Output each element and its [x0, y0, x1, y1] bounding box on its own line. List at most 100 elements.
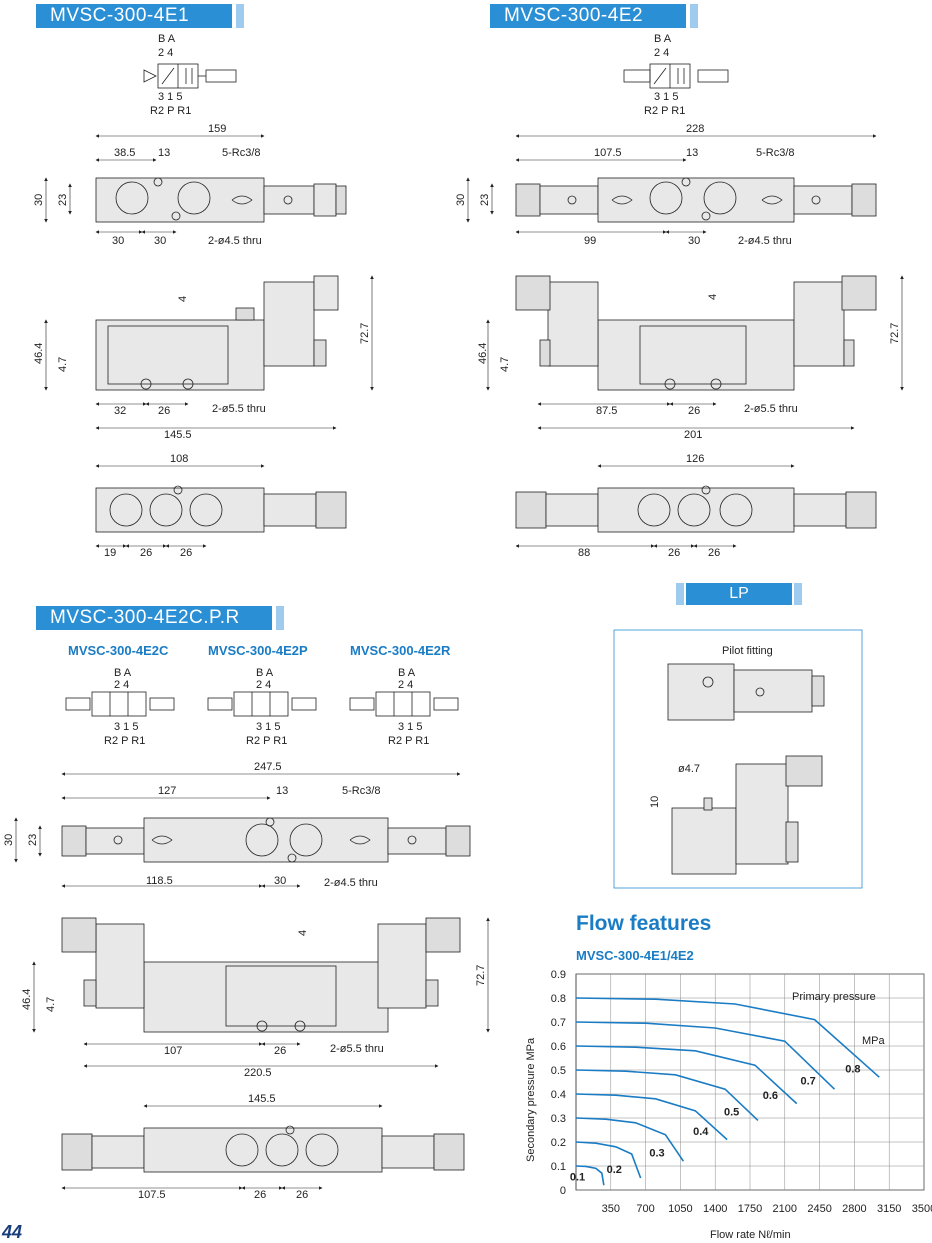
e1-side-view: [95, 275, 339, 391]
flow-subtitle: MVSC-300-4E1/4E2: [576, 948, 694, 963]
r-sym-ports: 3 1 5: [398, 721, 422, 733]
e1-sym-pnames: R2 P R1: [150, 105, 191, 117]
e2-sym-nums: 2 4: [654, 47, 669, 59]
label-4e2r: MVSC-300-4E2R: [350, 643, 451, 658]
dim: 19: [104, 547, 116, 559]
series-line-0.6: [575, 1045, 798, 1105]
dim: 87.5: [596, 405, 617, 417]
series-label-0.7: 0.7: [801, 1075, 816, 1087]
dim: 46.4: [33, 343, 45, 364]
series-label-0.3: 0.3: [649, 1147, 664, 1159]
series-label-0.1: 0.1: [570, 1171, 585, 1183]
dim: 2-ø5.5 thru: [330, 1043, 384, 1055]
dim: 30: [3, 834, 15, 846]
dim: 38.5: [114, 147, 135, 159]
dim: 108: [170, 453, 188, 465]
e2-sym-ba: B A: [654, 33, 672, 45]
dim: 4: [177, 296, 189, 302]
r-sym-ba: B A: [398, 667, 416, 679]
dim: 23: [27, 834, 39, 846]
label-4e2p: MVSC-300-4E2P: [208, 643, 308, 658]
c-sym-pnames: R2 P R1: [104, 735, 145, 747]
dim: 4.7: [57, 357, 69, 372]
lp-d10: 10: [649, 796, 661, 808]
dim: 201: [684, 429, 702, 441]
dim: 13: [686, 147, 698, 159]
y-tick-label: 0.5: [551, 1065, 566, 1077]
dim: 127: [158, 785, 176, 797]
p-sym-nums: 2 4: [256, 679, 271, 691]
cpr-bottom-view: [61, 1125, 465, 1173]
e1-sym-ports: 3 1 5: [158, 91, 182, 103]
e2-side-view: [515, 275, 877, 391]
series-line-0.8: [575, 997, 880, 1078]
series-line-0.7: [575, 1021, 836, 1090]
series-line-0.4: [575, 1093, 728, 1141]
p-sym-ba: B A: [256, 667, 274, 679]
dim: 2-ø4.5 thru: [738, 235, 792, 247]
p-sym-pnames: R2 P R1: [246, 735, 287, 747]
y-tick-label: 0.9: [551, 969, 566, 981]
y-tick-label: 0.8: [551, 993, 566, 1005]
dim: 23: [57, 194, 69, 206]
flow-title: Flow features: [576, 912, 712, 935]
dim: 145.5: [248, 1093, 276, 1105]
cpr-side-view: [61, 917, 461, 1033]
x-tick-label: 1400: [703, 1203, 727, 1215]
dim: 107.5: [594, 147, 622, 159]
cpr-symbols: [65, 691, 459, 717]
header-ecpr-text: MVSC-300-4E2C.P.R: [50, 607, 240, 628]
e2-sym-ports: 3 1 5: [654, 91, 678, 103]
dim: 26: [274, 1045, 286, 1057]
dim: 26: [708, 547, 720, 559]
p-sym-ports: 3 1 5: [256, 721, 280, 733]
dim: 32: [114, 405, 126, 417]
dim: 13: [276, 785, 288, 797]
dim: 2-ø4.5 thru: [208, 235, 262, 247]
header-ecpr: MVSC-300-4E2C.P.R: [36, 606, 284, 630]
series-line-0.5: [575, 1069, 759, 1121]
dim: 107.5: [138, 1189, 166, 1201]
r-sym-nums: 2 4: [398, 679, 413, 691]
dim: 26: [140, 547, 152, 559]
y-tick-label: 0.6: [551, 1041, 566, 1053]
dim: 4: [297, 930, 309, 936]
e1-sym-ba: B A: [158, 33, 176, 45]
series-line-0.3: [575, 1117, 685, 1162]
x-axis-label: Flow rate Nℓ/min: [710, 1229, 791, 1238]
series-label-0.6: 0.6: [763, 1090, 778, 1102]
y-tick-label: 0.1: [551, 1161, 566, 1173]
dim: 4.7: [499, 357, 511, 372]
x-tick-label: 2450: [807, 1203, 831, 1215]
x-tick-label: 3150: [877, 1203, 901, 1215]
dim: 107: [164, 1045, 182, 1057]
header-e2-text: MVSC-300-4E2: [504, 5, 644, 26]
lp-d4-7: ø4.7: [678, 763, 700, 775]
x-tick-label: 2100: [773, 1203, 797, 1215]
y-tick-label: 0.7: [551, 1017, 566, 1029]
e2-top-view: [515, 177, 877, 223]
dim: 159: [208, 123, 226, 135]
dim: 46.4: [477, 343, 489, 364]
y-tick-label: 0.2: [551, 1137, 566, 1149]
x-tick-label: 1050: [668, 1203, 692, 1215]
e2-symbol: [623, 63, 729, 89]
series-label-0.8: 0.8: [845, 1063, 860, 1075]
y-tick-label: 0: [560, 1185, 566, 1197]
lp-pilot-label: Pilot fitting: [722, 645, 773, 657]
dim: 30: [688, 235, 700, 247]
dim: 145.5: [164, 429, 192, 441]
dim: 247.5: [254, 761, 282, 773]
dim: 23: [479, 194, 491, 206]
dim: 5-Rc3/8: [222, 147, 261, 159]
series-label-0.2: 0.2: [607, 1164, 622, 1176]
dim: 72.7: [889, 323, 901, 344]
dim: 30: [274, 875, 286, 887]
dim: 2-ø4.5 thru: [324, 877, 378, 889]
dim: 26: [254, 1189, 266, 1201]
r-sym-pnames: R2 P R1: [388, 735, 429, 747]
dim: 220.5: [244, 1067, 272, 1079]
c-sym-nums: 2 4: [114, 679, 129, 691]
dim: 228: [686, 123, 704, 135]
